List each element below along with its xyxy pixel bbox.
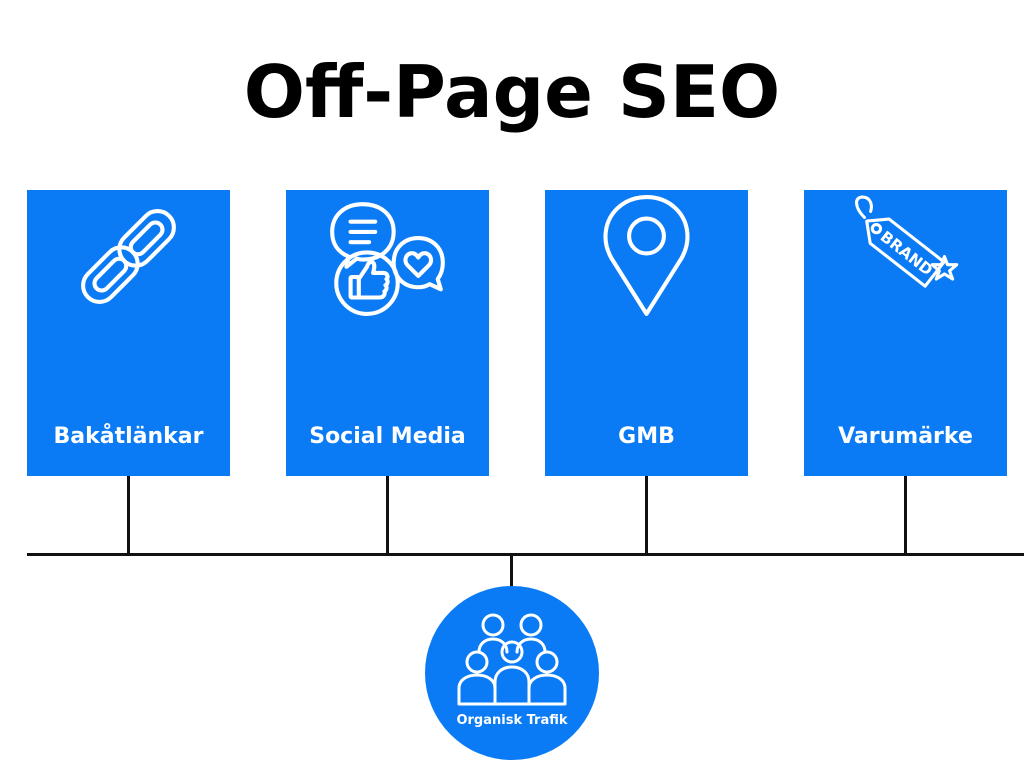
social-media-icon (326, 195, 449, 318)
connector-social-media (386, 476, 389, 556)
hub-label: Organisk Trafik (456, 713, 568, 728)
card-backlinks: Bakåtlänkar (27, 190, 230, 476)
card-label-brand: Varumärke (838, 424, 973, 449)
hub-organic-traffic: Organisk Trafik (425, 586, 599, 760)
card-label-social-media: Social Media (309, 424, 466, 449)
chain-link-icon (67, 195, 190, 318)
card-gmb: GMB (545, 190, 748, 476)
connector-gmb (645, 476, 648, 556)
connector-hub (510, 555, 513, 587)
card-social-media: Social Media (286, 190, 489, 476)
people-group-icon (457, 612, 567, 706)
brand-tag-icon: BRAND (844, 195, 967, 318)
map-pin-icon (585, 195, 708, 318)
card-label-gmb: GMB (618, 424, 675, 449)
card-brand: BRAND Varumärke (804, 190, 1007, 476)
diagram-title: Off-Page SEO (243, 50, 781, 134)
connector-brand (904, 476, 907, 556)
connector-bus (27, 553, 1024, 556)
connector-backlinks (127, 476, 130, 556)
card-label-backlinks: Bakåtlänkar (53, 424, 204, 449)
